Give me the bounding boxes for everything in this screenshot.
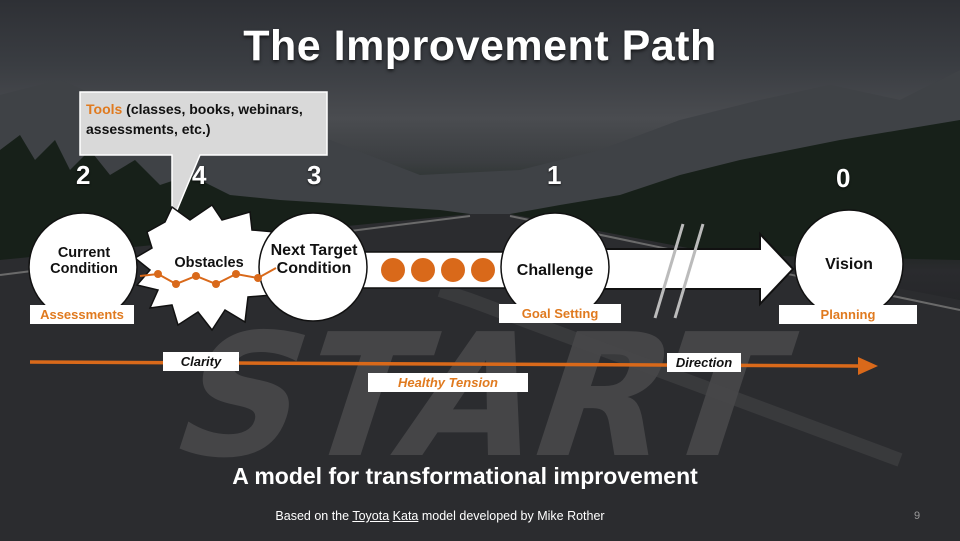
road-marking-start: START [151,298,811,496]
assessments-tag: Assessments [30,305,134,324]
stage-number-obstacles: 4 [192,160,207,190]
obstacles-starburst [133,203,287,332]
progress-dot [381,258,405,282]
goal-setting-tag: Goal Setting [499,304,621,323]
vision-label: Vision [825,256,873,273]
clarity-label: Clarity [163,352,239,371]
stage-number-current: 2 [76,160,91,190]
stage-number-challenge: 1 [547,160,562,190]
obstacle-point [154,270,162,278]
subtitle: A model for transformational improvement [232,463,698,489]
stage-number-next-target: 3 [307,160,322,190]
obstacle-point [212,280,220,288]
stage-number-vision: 0 [836,163,851,193]
tools-callout: Tools (classes, books, webinars, assessm… [86,99,324,140]
obstacle-point [192,272,200,280]
planning-tag: Planning [779,305,917,324]
break-line-1 [653,223,685,319]
road-marking-line [437,283,903,467]
credit-suffix: model developed by Mike Rother [418,509,605,523]
healthy-tension-label: Healthy Tension [368,373,528,392]
credit-prefix: Based on the [275,509,353,523]
progress-dot [441,258,465,282]
toyota-link[interactable]: Toyota [352,509,390,523]
obstacle-point [172,280,180,288]
tools-highlight: Tools [86,101,123,117]
obstacles-label: Obstacles [174,255,244,271]
credit-line: Based on the Toyota Kata model developed… [0,509,880,523]
progress-dot [471,258,495,282]
next-target-circle [258,212,368,322]
callout-box [79,91,328,223]
challenge-label: Challenge [516,262,594,279]
obstacle-point [254,274,262,282]
tools-description: (classes, books, webinars, assessments, … [86,101,303,138]
page-title: The Improvement Path [243,22,717,70]
break-line-2 [673,223,705,319]
kata-link[interactable]: Kata [392,509,419,523]
progress-dot [411,258,435,282]
next-target-condition-label: Next Target Condition [270,242,358,277]
current-condition-label: Current Condition [50,245,118,278]
page-number: 9 [914,510,921,522]
timeline-arrowhead [858,357,878,375]
obstacle-point [232,270,240,278]
direction-label: Direction [667,353,741,372]
